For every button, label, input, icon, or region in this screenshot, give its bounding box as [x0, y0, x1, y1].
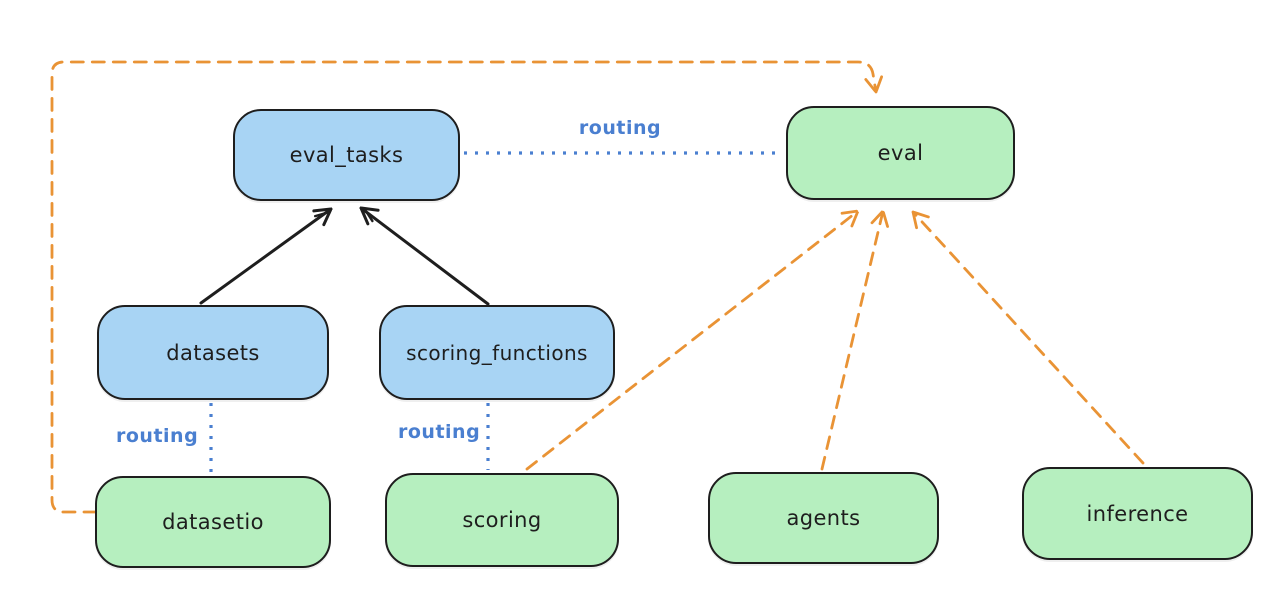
node-eval-label: eval — [877, 141, 924, 165]
routing-label-eval_tasks-eval: routing — [578, 117, 662, 139]
node-datasetio: datasetio — [95, 476, 331, 568]
routing-label-scoring_functions-scoring: routing — [398, 421, 481, 443]
edge-agents-to-eval — [820, 209, 883, 471]
edge-scoring-to-eval — [525, 209, 860, 471]
edge-inference-to-eval — [911, 210, 1145, 465]
node-datasetio-label: datasetio — [162, 510, 264, 534]
node-eval_tasks: eval_tasks — [233, 109, 460, 201]
node-inference-label: inference — [1086, 501, 1189, 526]
node-agents: agents — [708, 472, 939, 564]
node-scoring_functions-label: scoring_functions — [406, 340, 588, 365]
node-inference: inference — [1022, 467, 1253, 560]
node-eval: eval — [786, 106, 1015, 200]
node-datasets-label: datasets — [166, 340, 260, 365]
edge-datasets-to-eval_tasks — [199, 207, 333, 305]
node-scoring_functions: scoring_functions — [379, 305, 615, 400]
routing-label-datasets-datasetio: routing — [116, 425, 199, 447]
node-scoring: scoring — [385, 473, 619, 567]
node-datasets: datasets — [97, 305, 329, 400]
node-scoring-label: scoring — [462, 508, 542, 532]
node-eval_tasks-label: eval_tasks — [289, 143, 404, 167]
edge-datasetio-to-eval — [50, 60, 876, 514]
edge-scoring_functions-to-eval_tasks — [359, 206, 490, 306]
node-agents-label: agents — [786, 506, 861, 530]
